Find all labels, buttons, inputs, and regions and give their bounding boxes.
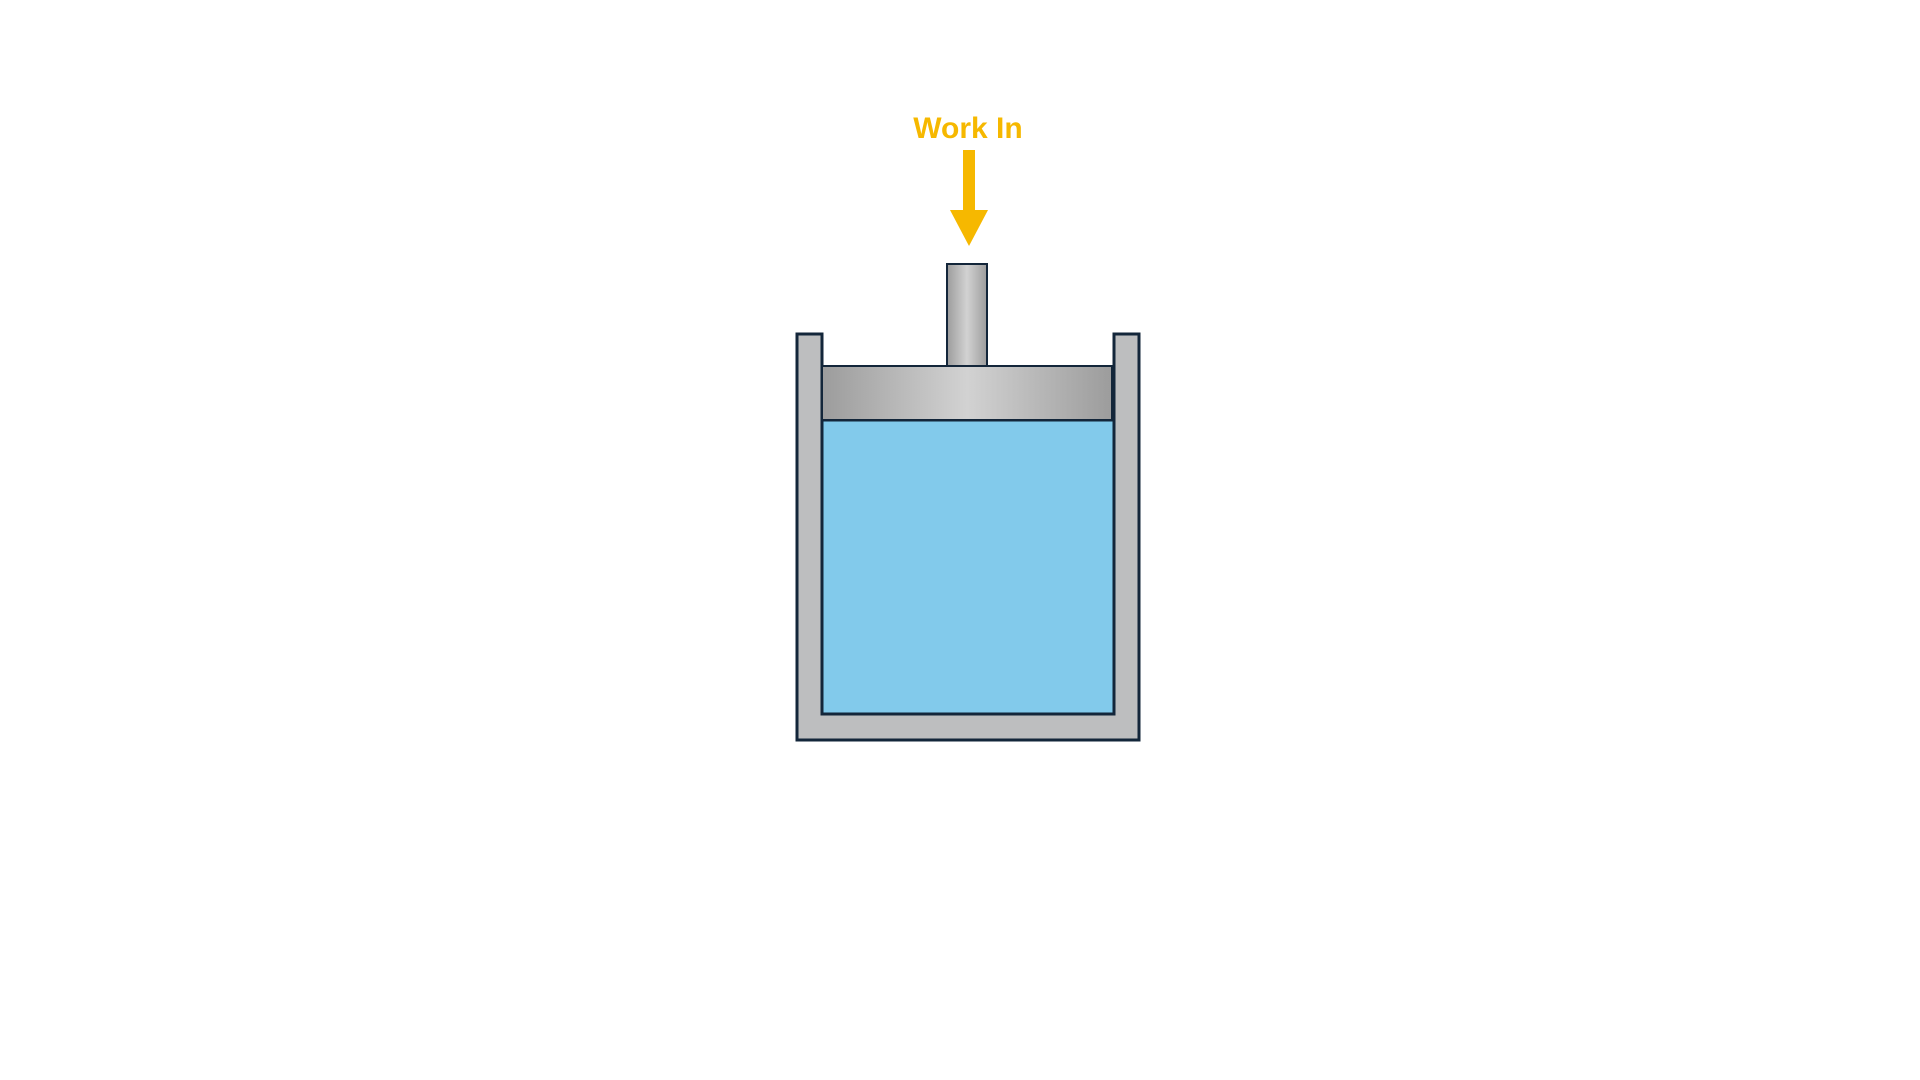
fluid (820, 418, 1116, 716)
arrow-head (950, 210, 988, 246)
piston-head (821, 365, 1113, 421)
arrow-shaft (963, 150, 975, 214)
work-in-arrow (950, 150, 988, 246)
piston-rod (946, 263, 988, 367)
work-in-label: Work In (913, 112, 1022, 145)
